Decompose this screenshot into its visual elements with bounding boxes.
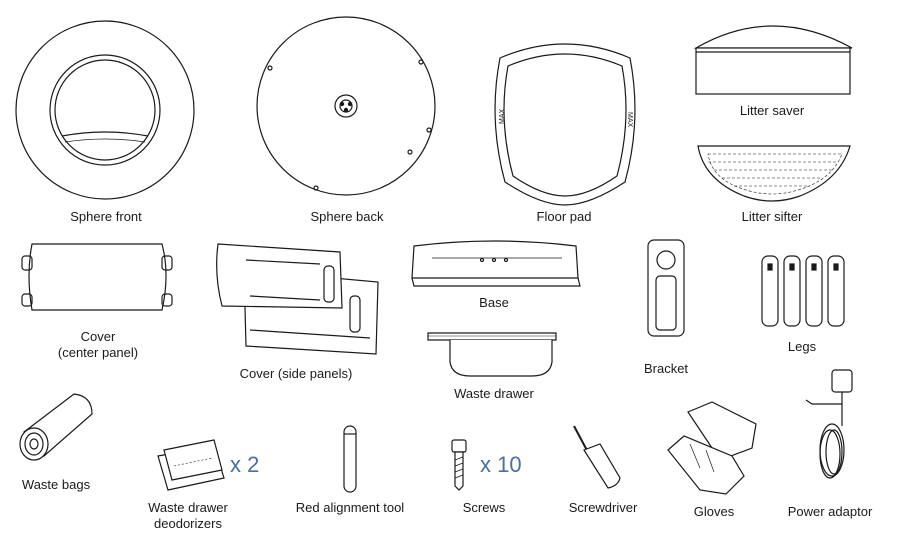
label-litter-sifter: Litter sifter xyxy=(741,209,803,224)
cover-side-drawing xyxy=(216,243,379,355)
floor-pad-drawing: MAX MAX xyxy=(494,43,636,206)
label-gloves: Gloves xyxy=(693,504,735,519)
sphere-back-drawing xyxy=(256,16,436,196)
label-screwdriver: Screwdriver xyxy=(568,500,638,515)
label-cover-center: Cover (center panel) xyxy=(57,329,139,360)
label-litter-saver: Litter saver xyxy=(739,103,805,118)
label-bracket: Bracket xyxy=(643,361,689,376)
legs-drawing xyxy=(761,255,845,327)
label-floor-pad: Floor pad xyxy=(536,209,592,224)
label-screws: Screws xyxy=(462,500,506,515)
label-alignment-tool: Red alignment tool xyxy=(295,500,405,515)
cover-center-drawing xyxy=(21,243,173,311)
sphere-front-drawing xyxy=(15,20,195,200)
label-deodorizers: Waste drawer deodorizers xyxy=(148,500,228,531)
label-sphere-front: Sphere front xyxy=(70,209,142,224)
deodorizers-drawing xyxy=(157,439,225,491)
litter-saver-drawing xyxy=(693,25,853,95)
label-cover-side: Cover (side panels) xyxy=(239,366,353,381)
svg-text:MAX: MAX xyxy=(499,109,506,125)
alignment-tool-drawing xyxy=(343,425,357,493)
gloves-drawing xyxy=(667,401,757,495)
screws-drawing xyxy=(451,439,467,491)
litter-sifter-drawing xyxy=(697,145,851,202)
label-base: Base xyxy=(479,295,509,310)
label-waste-bags: Waste bags xyxy=(21,477,91,492)
bracket-drawing xyxy=(647,239,685,337)
quantity-deodorizers: x 2 xyxy=(230,452,260,477)
waste-bags-drawing xyxy=(19,393,93,461)
waste-drawer-drawing xyxy=(427,332,557,377)
base-drawing xyxy=(411,240,581,287)
power-adaptor-drawing xyxy=(805,369,853,479)
label-power-adaptor: Power adaptor xyxy=(787,504,873,519)
label-waste-drawer: Waste drawer xyxy=(454,386,534,401)
svg-text:MAX: MAX xyxy=(626,112,633,128)
label-legs: Legs xyxy=(787,339,817,354)
screwdriver-drawing xyxy=(573,425,621,489)
label-sphere-back: Sphere back xyxy=(310,209,384,224)
quantity-screws: x 10 xyxy=(480,452,522,477)
